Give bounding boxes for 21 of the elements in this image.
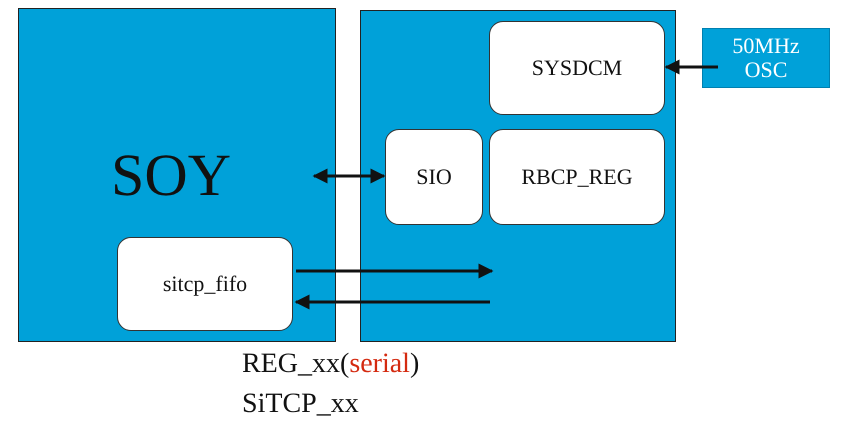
signal-name: SiTCP_xx bbox=[242, 388, 359, 420]
module-label: 50MHz OSC bbox=[731, 34, 801, 82]
oscillator-box bbox=[702, 28, 830, 88]
module-label: RBCP_REG bbox=[521, 164, 633, 190]
module-label: sitcp_fifo bbox=[162, 271, 248, 297]
signal-name: ) bbox=[410, 348, 420, 380]
module-box bbox=[385, 129, 483, 225]
arrow bbox=[664, 60, 718, 74]
signal-name: REG_xx( bbox=[242, 348, 350, 380]
module-label: SIO bbox=[416, 164, 452, 190]
block-panel bbox=[18, 8, 336, 342]
module-label: SYSDCM bbox=[532, 55, 622, 81]
module-box bbox=[489, 21, 665, 115]
module-box bbox=[489, 129, 665, 225]
block-panel bbox=[360, 10, 676, 342]
module-box bbox=[117, 237, 293, 331]
block-title: SOY bbox=[111, 141, 232, 210]
signal-type: serial bbox=[349, 348, 410, 380]
arrow bbox=[312, 168, 386, 184]
arrow bbox=[296, 264, 494, 278]
arrow bbox=[294, 294, 490, 310]
